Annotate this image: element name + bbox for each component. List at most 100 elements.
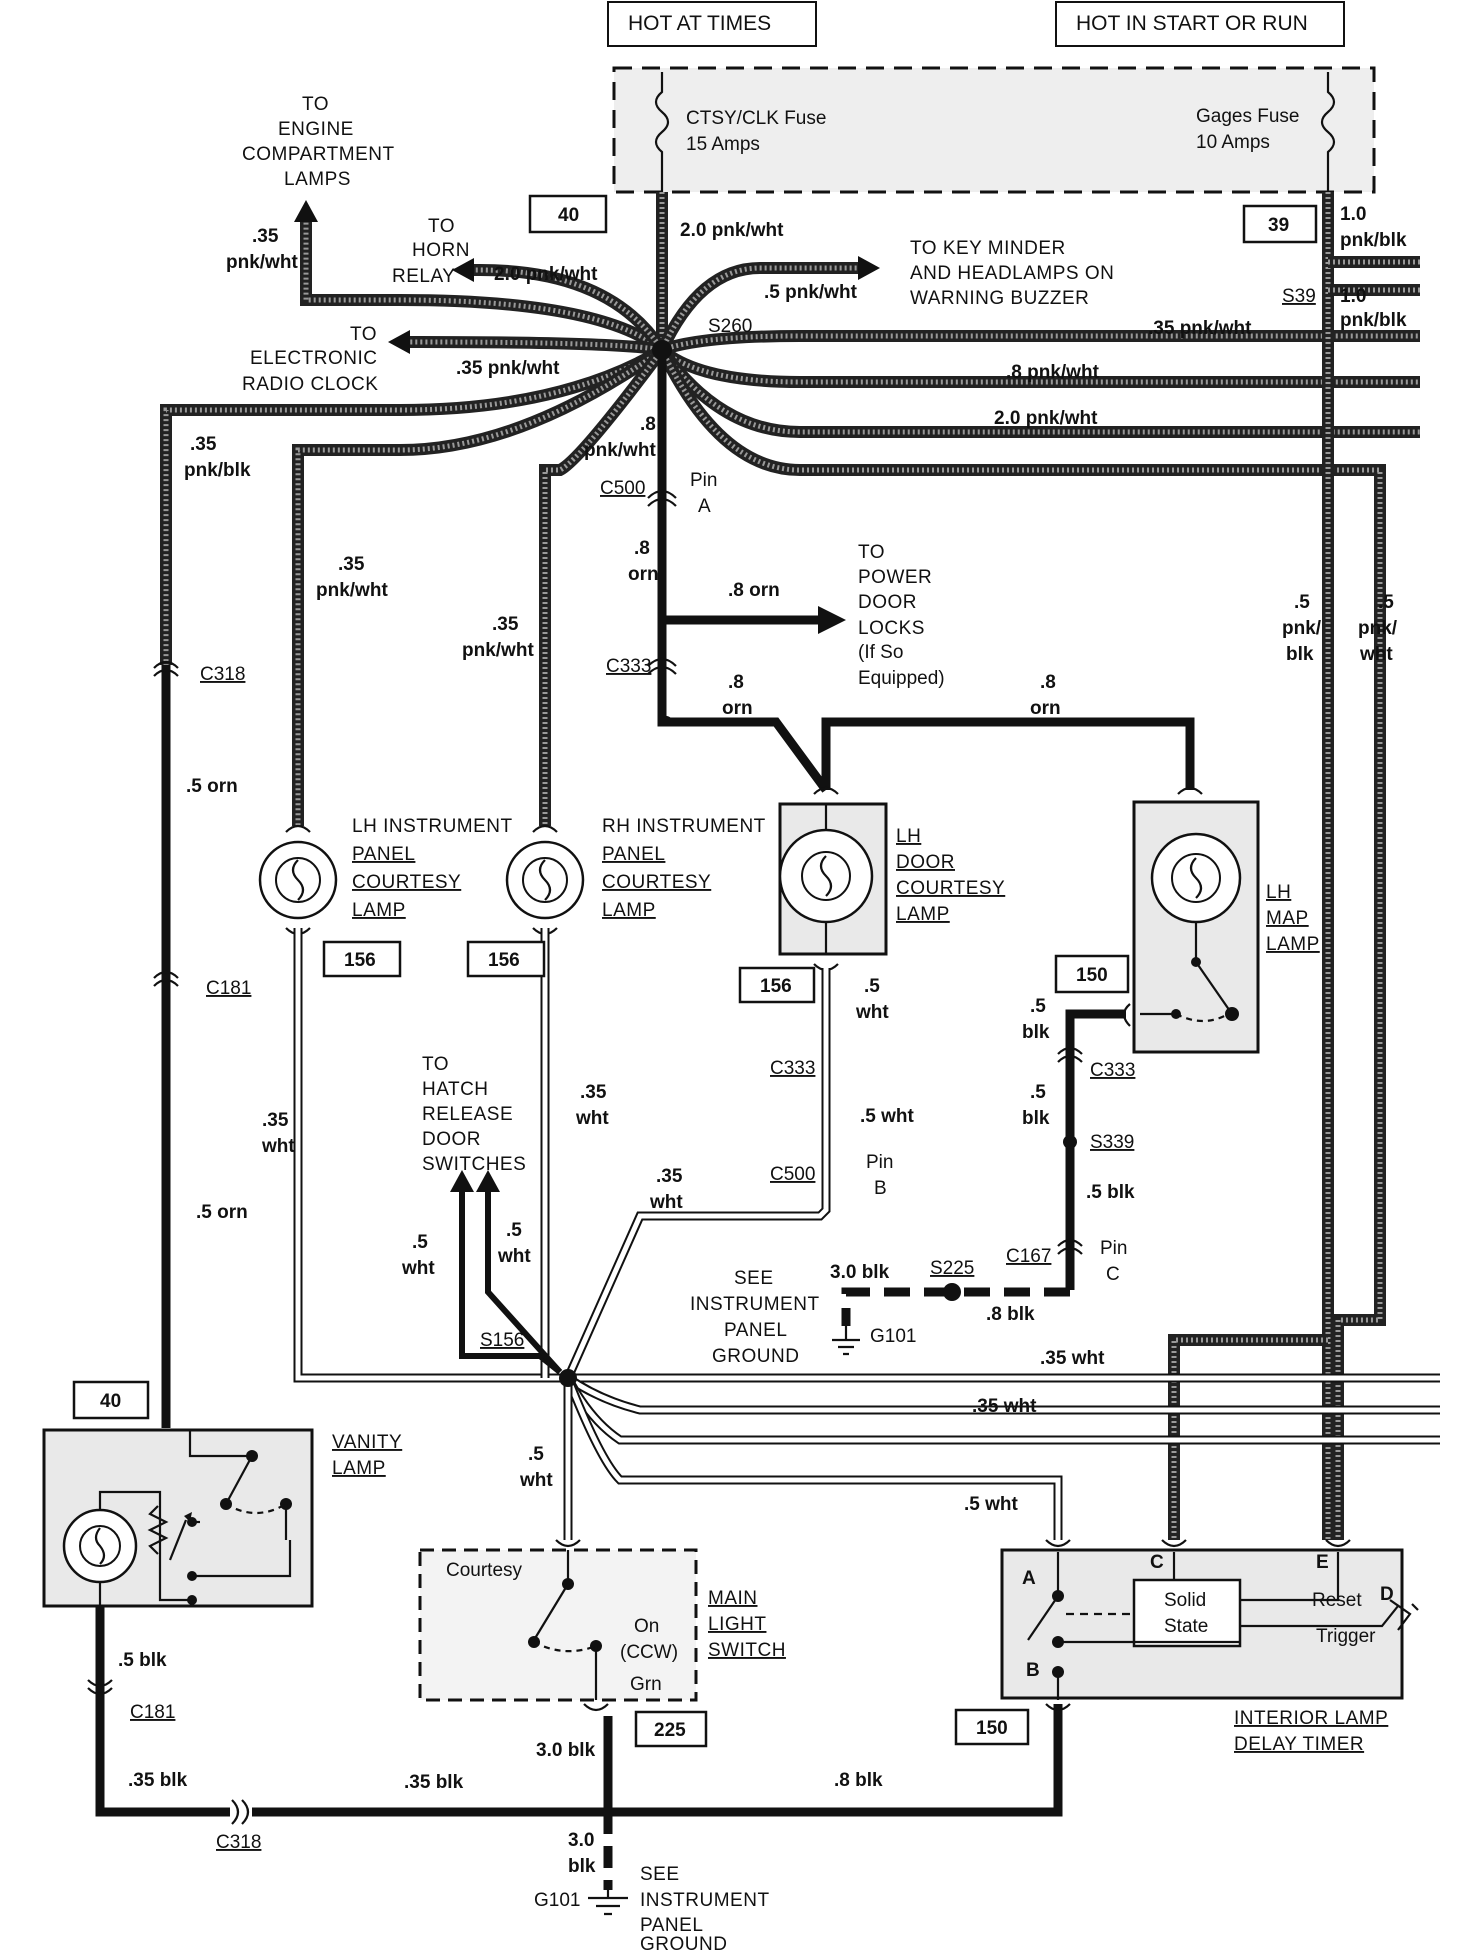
hatch-label-1: TO [422, 1054, 449, 1075]
gages-feed [1168, 192, 1420, 1540]
hatch-arrow-2 [476, 1170, 500, 1192]
lh-ip-lamp-label-4: LAMP [352, 900, 406, 921]
wire-label-5-orn-1: .5 orn [186, 776, 238, 797]
box-225: 225 [654, 1720, 686, 1741]
key-minder-arrow [858, 256, 880, 280]
wire-label-35-engine-1: .35 [252, 226, 279, 247]
timer-pin-a: A [1022, 1568, 1036, 1589]
wire-label-5-blk-map-1: .5 [1030, 996, 1046, 1017]
c500-top-label: C500 [600, 478, 645, 499]
rh-ip-lamp-label-1: RH INSTRUMENT [602, 816, 766, 837]
key-minder-label-2: AND HEADLAMPS ON [910, 263, 1114, 284]
main-light-switch [418, 1539, 698, 1916]
wire-label-5-blk-vanity: .5 blk [118, 1650, 167, 1671]
ctsy-fuse-name: CTSY/CLK Fuse [686, 108, 826, 129]
box-150-timer: 150 [976, 1718, 1008, 1739]
c167-label: C167 [1006, 1246, 1051, 1267]
bot-ground-label-4: GROUND [640, 1934, 727, 1950]
lh-door-lamp-label-4: LAMP [896, 904, 950, 925]
orange-feed [657, 350, 1195, 793]
power-locks-label-1: TO [858, 542, 885, 563]
timer-label-2: DELAY TIMER [1234, 1734, 1364, 1755]
radio-clock-label-2: ELECTRONIC [250, 348, 377, 369]
s225-label: S225 [930, 1258, 974, 1279]
hatch-arrow-1 [450, 1170, 474, 1192]
wire-label-35-wht-right2: .35 wht [972, 1396, 1037, 1417]
power-locks-label-6: Equipped) [858, 668, 945, 689]
vanity-lamp-label-2: LAMP [332, 1458, 386, 1479]
map-ground [832, 1009, 1126, 1356]
lh-map-lamp-label-3: LAMP [1266, 934, 1320, 955]
power-locks-label-2: POWER [858, 567, 932, 588]
pin-c-c-label: C [1106, 1264, 1120, 1285]
s260-bundle [160, 192, 1420, 1540]
radio-clock-label-1: TO [350, 324, 377, 345]
wire-label-5-pnkwht-3: wht [1359, 644, 1393, 665]
timer-pin-c: C [1150, 1552, 1164, 1573]
center-connectors [647, 489, 677, 675]
hot-in-start-or-run-label: HOT IN START OR RUN [1076, 12, 1308, 35]
ctsy-fuse-symbol [654, 72, 670, 192]
engine-lamps-arrow [294, 200, 318, 222]
wire-label-35-wht-lh-2: wht [261, 1136, 295, 1157]
lh-map-lamp [1122, 786, 1260, 1054]
timer-reset-label: Reset [1312, 1590, 1362, 1611]
ip-ground-label-1: SEE [734, 1268, 774, 1289]
hatch-label-5: SWITCHES [422, 1154, 526, 1175]
s339-label: S339 [1090, 1132, 1134, 1153]
c318-bot-label: C318 [216, 1832, 261, 1853]
lh-ip-lamp-label-2: PANEL [352, 844, 415, 865]
gages-fuse-rating: 10 Amps [1196, 132, 1270, 153]
wire-label-s39-10-1: 1.0 [1340, 286, 1366, 307]
box-39: 39 [1268, 215, 1289, 236]
wire-labels: 2.0 pnk/wht 1.0 pnk/blk .35 pnk/wht 2.0 … [118, 204, 1407, 1877]
power-locks-arrow [818, 606, 846, 634]
timer-pin-e: E [1316, 1552, 1329, 1573]
wire-label-35-blk-1: .35 blk [128, 1770, 188, 1791]
box-numbers: 40 39 156 156 156 150 40 225 150 [72, 194, 1318, 1748]
hatch-label-3: RELEASE [422, 1104, 513, 1125]
lh-door-lamp-label-1: LH [896, 826, 921, 847]
c500-mid-label: C500 [770, 1164, 815, 1185]
wire-label-35-rh-1: .35 [492, 614, 519, 635]
wire-label-30-blk-g-2: blk [568, 1856, 596, 1877]
c318-left-label: C318 [200, 664, 245, 685]
pin-top-a-label: A [698, 496, 711, 517]
main-light-switch-label-1: MAIN [708, 1588, 758, 1609]
wire-label-35-blk-2: .35 blk [404, 1772, 464, 1793]
box-156-rh: 156 [488, 950, 520, 971]
pin-c-label: Pin [1100, 1238, 1127, 1259]
g101-mid-label: G101 [870, 1326, 916, 1347]
s156-splice [559, 1369, 577, 1387]
c181-left-label: C181 [206, 978, 251, 999]
wire-label-5-blk-map-3: .5 [1030, 1082, 1046, 1103]
wire-label-35-pnkblk-2: pnk/blk [184, 460, 251, 481]
wire-label-30-blk-mls: 3.0 blk [536, 1740, 596, 1761]
g101-bot-label: G101 [534, 1890, 580, 1911]
mls-courtesy-label: Courtesy [446, 1560, 523, 1581]
wire-label-35-wht-rh-1: .35 [580, 1082, 607, 1103]
wire-label-8-blk-bot: .8 blk [834, 1770, 883, 1791]
rh-instrument-lamp [505, 824, 585, 936]
c333-map-label: C333 [1090, 1060, 1135, 1081]
pin-top-label: Pin [690, 470, 717, 491]
wire-label-8-orn-map-1: .8 [1040, 672, 1056, 693]
lh-door-lamp-label-3: COURTESY [896, 878, 1005, 899]
wire-label-5-pnkblk-3: blk [1286, 644, 1314, 665]
wire-label-5-pnkwht-2: pnk/ [1358, 618, 1398, 639]
box-150-map: 150 [1076, 965, 1108, 986]
key-minder-label-1: TO KEY MINDER [910, 238, 1066, 259]
power-locks-label-4: LOCKS [858, 618, 925, 639]
ground-labels: SEE INSTRUMENT PANEL GROUND G101 SEE INS… [534, 1268, 916, 1950]
wire-label-8-blk: .8 blk [986, 1304, 1035, 1325]
lh-instrument-lamp [258, 824, 338, 936]
lh-map-lamp-label-1: LH [1266, 882, 1291, 903]
main-light-switch-label-3: SWITCH [708, 1640, 786, 1661]
mls-ccw-label: (CCW) [620, 1642, 678, 1663]
horn-relay-arrow [452, 258, 474, 282]
header: HOT AT TIMES HOT IN START OR RUN [607, 1, 1345, 47]
ip-ground-label-3: PANEL [724, 1320, 787, 1341]
main-light-switch-label-2: LIGHT [708, 1614, 766, 1635]
vanity-lamp-label-1: VANITY [332, 1432, 402, 1453]
wire-label-8-center-2: pnk/wht [584, 440, 656, 461]
